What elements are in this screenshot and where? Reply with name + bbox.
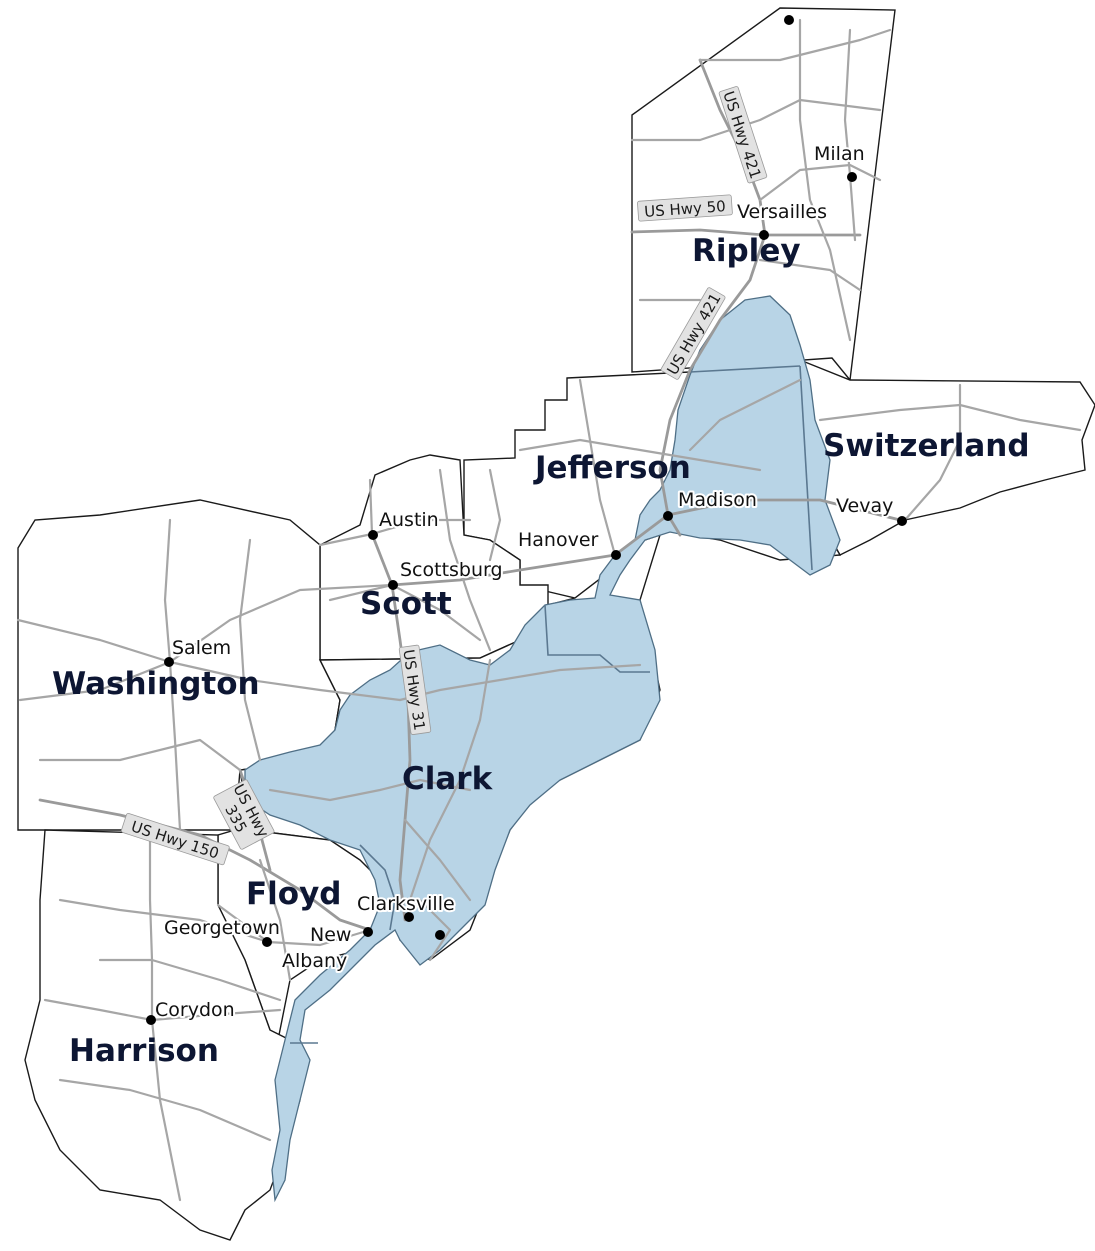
town-dot-scottsburg — [388, 580, 398, 590]
road-jeff-1 — [518, 438, 762, 472]
county-line-clark-floyd — [359, 844, 396, 931]
town-label-madison: Madison — [678, 489, 757, 511]
town-dot-corydon — [146, 1015, 156, 1025]
harrison-county-outline — [24, 829, 301, 1241]
road-scott-2 — [328, 583, 482, 642]
town-dot-hanover — [611, 550, 621, 560]
road-wash-1 — [16, 618, 402, 702]
town-label-austin: Austin — [379, 509, 439, 531]
road-us50 — [630, 228, 862, 237]
road-us31 — [370, 532, 412, 922]
town-label-milan: Milan — [814, 143, 865, 165]
town-labels: Milan Versailles Madison Vevay Hanover A… — [153, 141, 895, 1023]
town-markers — [146, 15, 907, 1025]
county-label-switzerland: Switzerland — [823, 428, 1030, 464]
county-label-harrison: Harrison — [69, 1033, 219, 1069]
road-scott-1 — [318, 518, 472, 547]
town-dot-salem — [164, 657, 174, 667]
town-label-clarksville: Clarksville — [357, 893, 455, 915]
road-hwy56 — [390, 498, 902, 587]
town-label-versailles: Versailles — [737, 201, 827, 223]
town-dot-madison — [663, 511, 673, 521]
road-clark-2 — [408, 658, 492, 902]
road-ripley-1 — [698, 28, 892, 62]
county-label-clark: Clark — [402, 761, 494, 797]
road-harr-1 — [148, 828, 182, 1202]
town-dot-austin — [368, 530, 378, 540]
road-ripley-4 — [798, 18, 852, 342]
town-label-new-albany-line1: New — [310, 924, 351, 946]
road-ripley-3 — [758, 163, 882, 202]
county-label-scott: Scott — [360, 586, 452, 622]
county-label-jefferson: Jefferson — [533, 450, 691, 486]
town-label-scottsburg: Scottsburg — [400, 559, 503, 581]
town-label-corydon: Corydon — [155, 999, 235, 1021]
county-line-clark-north — [544, 604, 650, 673]
town-dot-vevay — [897, 516, 907, 526]
county-line-jefferson-switzerland — [799, 365, 813, 571]
road-scott-3 — [368, 468, 492, 652]
town-label-vevay: Vevay — [836, 495, 893, 517]
us50-shield: US Hwy 50 — [637, 194, 733, 222]
town-dot-milan — [847, 172, 857, 182]
road-harr-5 — [98, 958, 282, 1002]
town-dot-new-albany — [363, 927, 373, 937]
road-floyd-1 — [216, 903, 372, 947]
road-jeff-2 — [578, 378, 617, 557]
town-dot-north — [784, 15, 794, 25]
road-harr-3 — [58, 898, 270, 944]
highlighted-region — [244, 295, 841, 1203]
road-ripley-2 — [630, 98, 882, 142]
town-label-hanover: Hanover — [518, 529, 599, 551]
town-dot-georgetown — [262, 937, 272, 947]
road-wash-3 — [18, 583, 394, 702]
road-jeff-3 — [488, 468, 502, 562]
road-wash-5 — [238, 538, 262, 762]
switzerland-county-outline — [799, 358, 1095, 556]
road-floyd-2 — [258, 858, 292, 982]
county-labels: Ripley Switzerland Jefferson Scott Washi… — [52, 233, 1030, 1069]
town-label-salem: Salem — [172, 637, 231, 659]
road-harr-4 — [58, 1078, 272, 1142]
road-wash-4 — [38, 738, 242, 772]
county-label-floyd: Floyd — [246, 876, 342, 912]
road-ripley-6 — [843, 28, 857, 242]
road-switz-2 — [903, 383, 962, 522]
highlighted-region-shape — [244, 295, 841, 1203]
road-ripley-5 — [638, 258, 862, 302]
road-clark-1 — [398, 663, 642, 702]
county-label-ripley: Ripley — [692, 233, 801, 269]
county-label-washington: Washington — [52, 666, 260, 702]
road-clark-5 — [418, 898, 452, 962]
road-clark-3 — [268, 778, 472, 802]
town-dot-jeffersonville — [435, 930, 445, 940]
town-label-new-albany-line2: Albany — [282, 950, 347, 972]
town-dot-clarksville — [404, 912, 414, 922]
town-dot-versailles — [759, 230, 769, 240]
road-us150 — [38, 798, 372, 932]
us50-label: US Hwy 50 — [644, 197, 727, 221]
road-switz-3 — [688, 378, 802, 452]
county-line-ripley-jefferson — [689, 365, 801, 373]
town-label-georgetown: Georgetown — [164, 917, 280, 939]
road-clark-4 — [403, 818, 472, 902]
